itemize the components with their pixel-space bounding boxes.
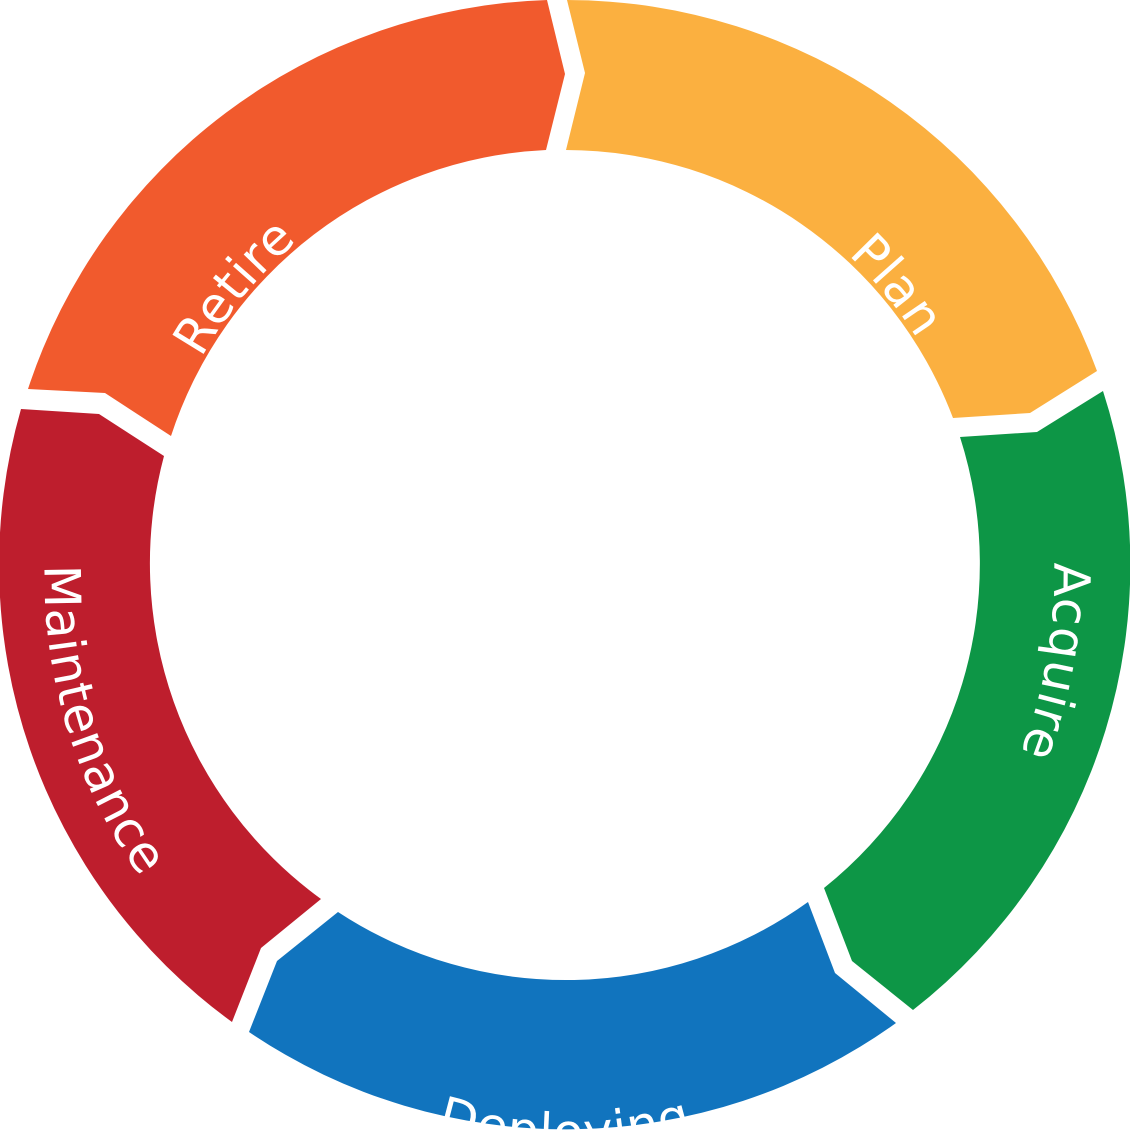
stage-retire: Retire	[28, 0, 565, 436]
retire-segment	[28, 0, 565, 436]
stage-acquire: Acquire	[824, 391, 1130, 1010]
stage-deploying: Deploying	[249, 902, 896, 1130]
deploying-segment	[249, 902, 896, 1130]
stage-maintenance: Maintenance	[0, 409, 321, 1022]
maintenance-segment	[0, 409, 321, 1022]
acquire-segment	[824, 391, 1130, 1010]
stage-plan: Plan	[566, 0, 1097, 418]
plan-segment	[566, 0, 1097, 418]
